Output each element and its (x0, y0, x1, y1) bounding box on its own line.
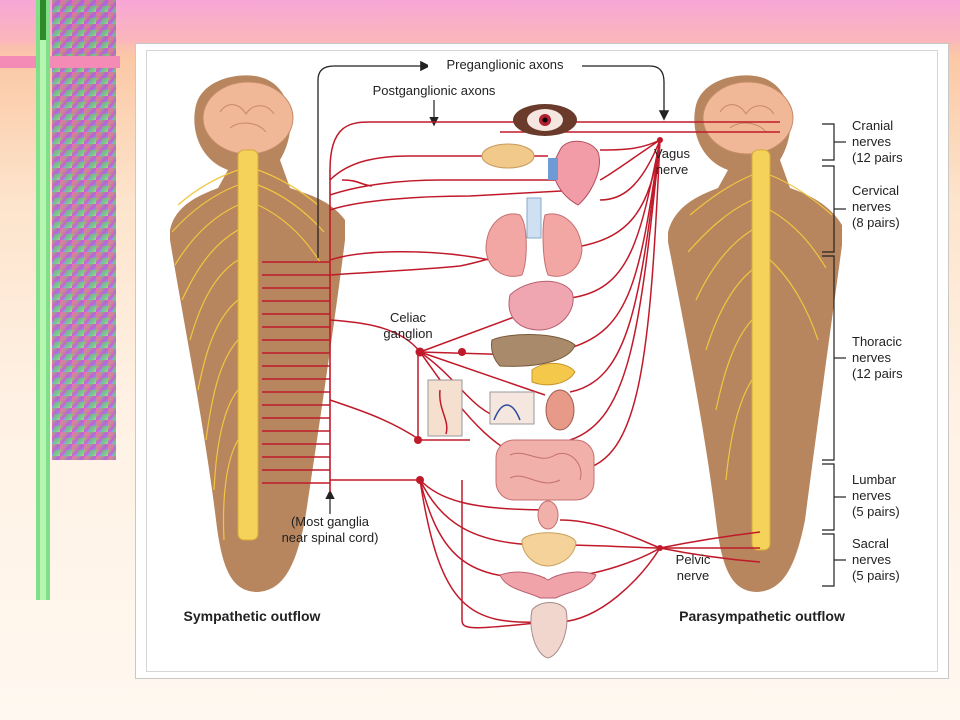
blood-vessel-organ (489, 391, 535, 425)
most-ganglia-label-line2: near spinal cord) (282, 530, 379, 545)
region-label-line: Lumbar (852, 472, 897, 487)
organs (427, 104, 600, 659)
right-brain (702, 81, 794, 155)
right-spinal-nerves (687, 174, 833, 481)
eye-organ (513, 104, 577, 136)
stomach-organ (508, 280, 574, 331)
region-label-line: Sacral (852, 536, 889, 551)
sympathetic-figure (170, 75, 345, 592)
right-spinal-cord (751, 149, 771, 551)
region-label-line: Cranial (852, 118, 893, 133)
uterus-organ (499, 571, 597, 599)
rectum-organ (537, 500, 559, 530)
preganglionic-label: Preganglionic axons (446, 57, 564, 72)
bladder-organ (521, 532, 577, 567)
sympathetic-spinal-lines (262, 261, 330, 484)
liver-organ (491, 334, 576, 367)
region-brackets (822, 123, 846, 587)
postganglionic-label: Postganglionic axons (373, 83, 496, 98)
region-label-line: (5 pairs) (852, 504, 900, 519)
left-brain-folds (219, 104, 275, 133)
region-label-line: (5 pairs) (852, 568, 900, 583)
region-label-line: nerves (852, 199, 892, 214)
right-brain-folds (719, 104, 775, 133)
sympathetic-outflow-label: Sympathetic outflow (184, 608, 321, 624)
intestines-organ (495, 439, 595, 501)
vagus-nerve-label-line2: nerve (656, 162, 689, 177)
pelvic-nerve-label-line2: nerve (677, 568, 710, 583)
region-label-line: Thoracic (852, 334, 902, 349)
pelvic-nerve-label-line1: Pelvic (676, 552, 711, 567)
celiac-ganglion-label-line2: ganglion (383, 326, 432, 341)
region-label-line: nerves (852, 350, 892, 365)
left-spinal-cord (237, 149, 259, 541)
slide-top-band (0, 0, 960, 44)
parasympathetic-figure (668, 75, 842, 592)
pelvic-ganglion-dot (657, 545, 663, 551)
lungs-organ (485, 197, 583, 277)
parasympathetic-paths (500, 131, 780, 623)
region-label-line: nerves (852, 552, 892, 567)
region-label-cranial: Cranial nerves (12 pairs (852, 118, 903, 165)
region-label-line: Cervical (852, 183, 899, 198)
adrenal-organ (427, 379, 463, 437)
vagus-ganglion-dot (657, 137, 663, 143)
region-label-cervical: Cervical nerves (8 pairs) (852, 183, 900, 230)
region-label-line: (12 pairs (852, 150, 903, 165)
most-ganglia-label-line1: (Most ganglia (291, 514, 370, 529)
genital-organ (530, 602, 568, 659)
decorative-side-strip (0, 0, 120, 600)
vagus-nerve-label-line1: Vagus (654, 146, 690, 161)
salivary-gland-organ (481, 143, 535, 169)
heart-organ (548, 140, 600, 206)
region-label-sacral: Sacral nerves (5 pairs) (852, 536, 900, 583)
kidney-organ (545, 389, 575, 431)
left-brain (202, 81, 294, 155)
region-label-thoracic: Thoracic nerves (12 pairs (852, 334, 903, 381)
region-label-line: (12 pairs (852, 366, 903, 381)
region-label-line: nerves (852, 134, 892, 149)
celiac-ganglion-label-line1: Celiac (390, 310, 427, 325)
preganglionic-arrow (317, 60, 670, 258)
parasympathetic-outflow-label: Parasympathetic outflow (679, 608, 845, 624)
region-label-line: (8 pairs) (852, 215, 900, 230)
region-label-lumbar: Lumbar nerves (5 pairs) (852, 472, 900, 519)
pancreas-organ (531, 363, 576, 386)
region-label-line: nerves (852, 488, 892, 503)
ganglion-dots (414, 347, 466, 484)
